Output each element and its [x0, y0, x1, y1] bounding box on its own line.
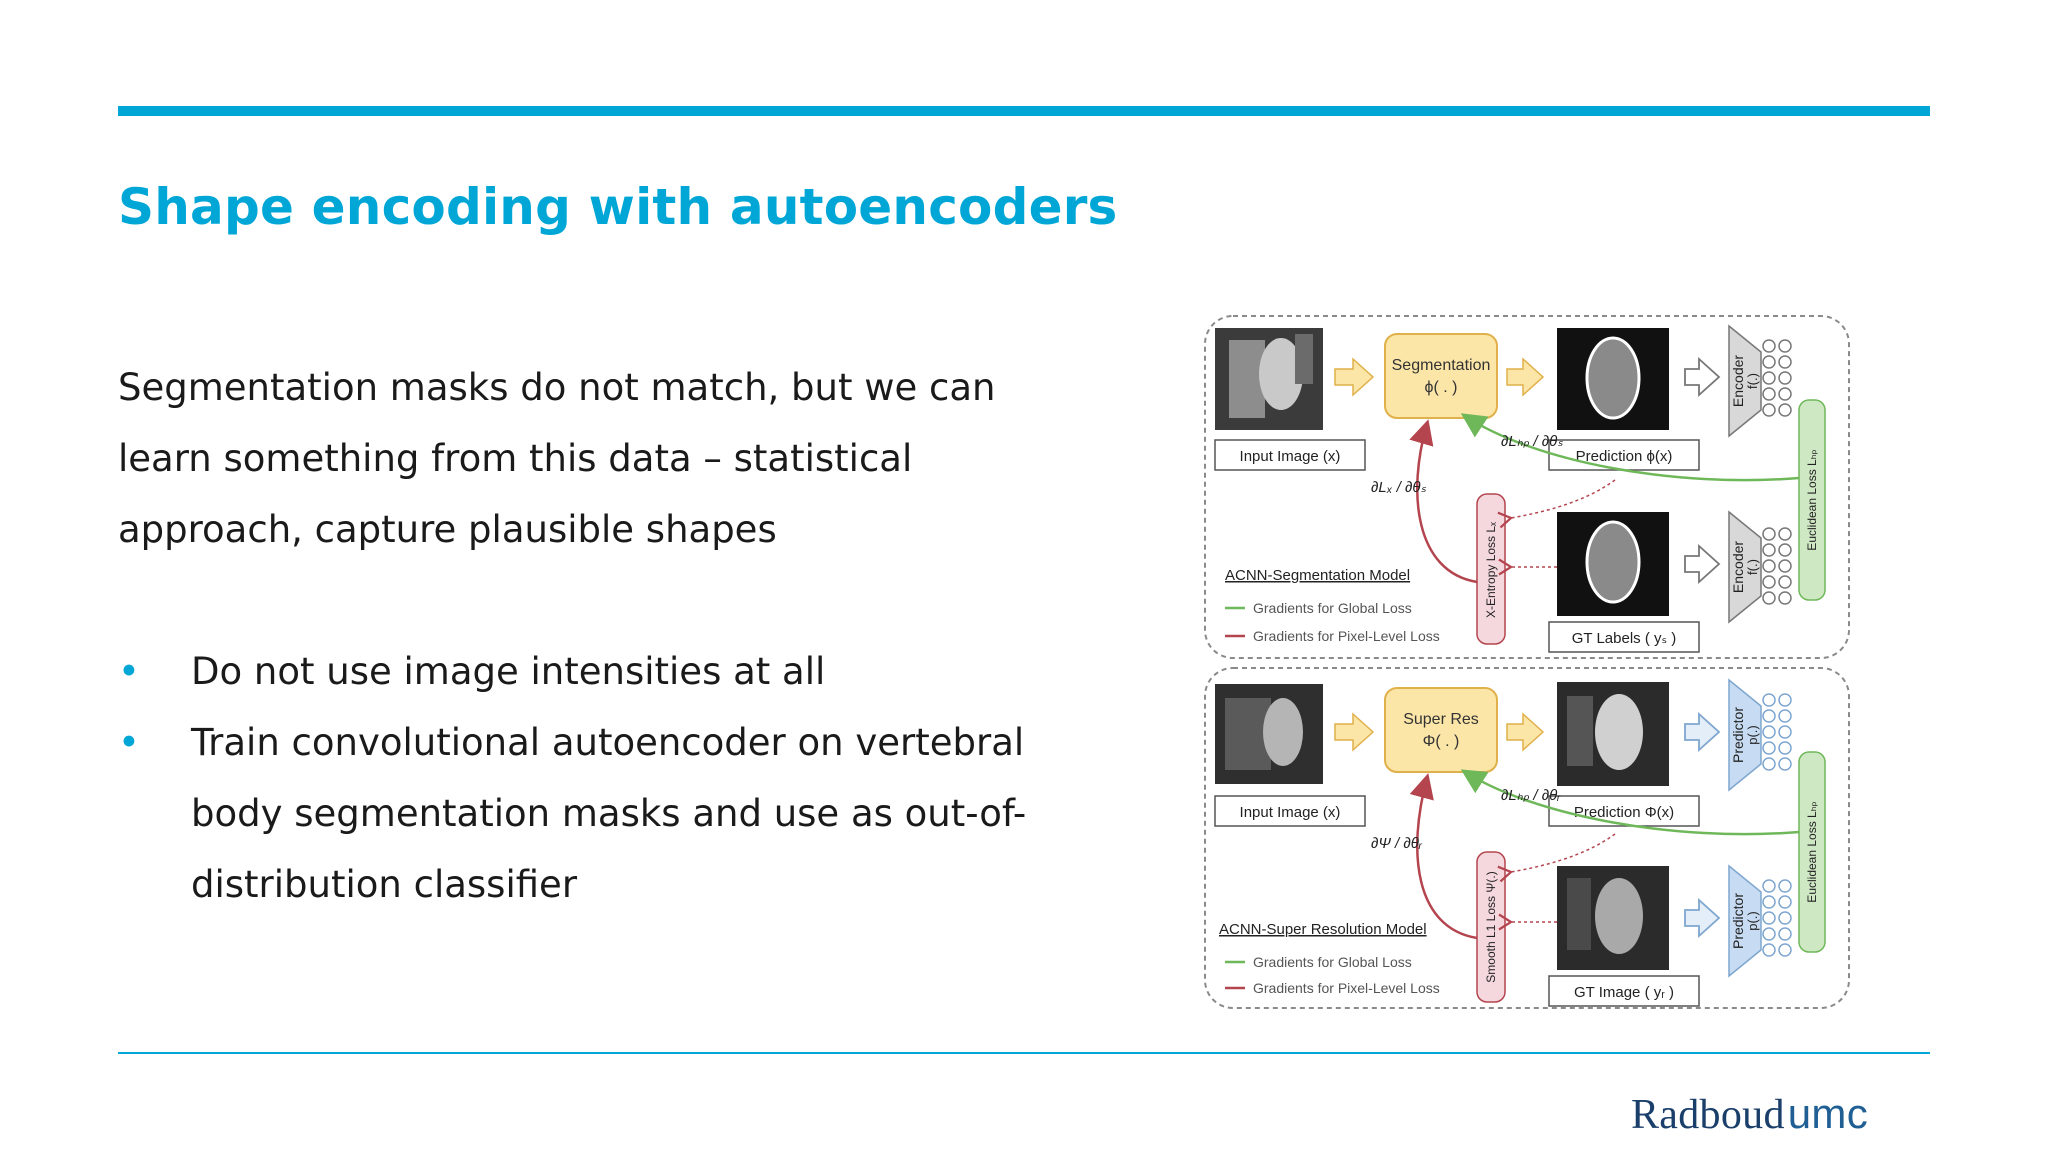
seg-grad-top-label: ∂Lₕₚ / ∂θₛ	[1501, 433, 1563, 450]
sr-input-image	[1215, 684, 1323, 784]
right-arrow-icon	[1684, 711, 1721, 753]
super-res-block-line1: Super Res	[1403, 711, 1479, 728]
seg-global-gradient-arrow	[1460, 413, 1800, 482]
encoder-trapezoid-icon	[1728, 510, 1762, 624]
right-arrow-icon	[1506, 357, 1545, 397]
bottom-rule	[118, 1052, 1930, 1054]
encoder-label: Encoder	[1730, 355, 1746, 407]
sr-l1-loss-label: Smooth L1 Loss Ψ(.)	[1484, 871, 1498, 982]
top-rule	[118, 106, 1930, 116]
seg-input-label: Input Image (x)	[1240, 448, 1341, 465]
predictor-trapezoid-icon	[1728, 864, 1762, 978]
radboudumc-logo: Radboudumc	[1631, 1090, 1868, 1139]
sr-prediction-image	[1557, 682, 1669, 786]
sr-gt-label: GT Image ( yᵣ )	[1574, 984, 1674, 1001]
predictor-label: Predictor	[1730, 707, 1746, 763]
bullet-item: • Do not use image intensities at all	[118, 636, 1078, 707]
logo-suffix-text: umc	[1787, 1090, 1868, 1137]
seg-input-image	[1215, 328, 1323, 430]
right-arrow-icon	[1684, 356, 1721, 398]
sr-global-gradient-arrow	[1460, 769, 1800, 836]
sr-gt-image	[1557, 866, 1669, 970]
predictor-func: p(.)	[1745, 725, 1760, 745]
super-res-block-line2: Φ( . )	[1423, 733, 1460, 750]
seg-legend-global: Gradients for Global Loss	[1253, 600, 1412, 616]
encoder-trapezoid-icon	[1728, 324, 1762, 438]
acnn-diagram: Input Image (x) Segmentation ϕ( . ) Pred…	[1195, 312, 1855, 1012]
seg-input-label-box	[1214, 439, 1366, 471]
sr-euclidean-loss-label: Euclidean Loss Lₕₚ	[1805, 801, 1819, 902]
sr-legend-pixel: Gradients for Pixel-Level Loss	[1253, 980, 1440, 996]
seg-gt-image	[1557, 512, 1669, 616]
bullet-item: • Train convolutional autoencoder on ver…	[118, 707, 1078, 920]
right-arrow-icon	[1684, 543, 1721, 585]
encoder-label: Encoder	[1730, 541, 1746, 593]
segmentation-block-line2: ϕ( . )	[1425, 379, 1458, 396]
seg-gt-label-box	[1548, 621, 1700, 653]
bullet-dot-icon: •	[118, 650, 140, 693]
seg-grad-left-label: ∂Lₓ / ∂θₛ	[1371, 479, 1427, 496]
seg-xentropy-loss-label: X-Entropy Loss Lₓ	[1484, 522, 1498, 618]
seg-pixel-gradient-arrow	[1409, 419, 1478, 584]
seg-prediction-label: Prediction ϕ(x)	[1576, 448, 1673, 465]
neuron-circles-icon	[1762, 879, 1792, 957]
sr-pixel-gradient-arrow	[1409, 773, 1478, 940]
sr-input-label-box	[1214, 795, 1366, 827]
right-arrow-icon	[1684, 897, 1721, 939]
sr-input-label: Input Image (x)	[1240, 804, 1341, 821]
sr-grad-left-label: ∂Ψ / ∂θᵣ	[1371, 835, 1423, 852]
slide-title: Shape encoding with autoencoders	[118, 178, 1118, 236]
segmentation-block	[1384, 333, 1498, 419]
seg-model-title: ACNN-Segmentation Model	[1225, 567, 1410, 584]
bullet-text: Train convolutional autoencoder on verte…	[191, 721, 1027, 906]
seg-legend-pixel: Gradients for Pixel-Level Loss	[1253, 628, 1440, 644]
seg-gt-label: GT Labels ( yₛ )	[1572, 630, 1677, 647]
predictor-label: Predictor	[1730, 893, 1746, 949]
right-arrow-icon	[1506, 712, 1545, 752]
seg-euclidean-loss-box	[1798, 399, 1826, 601]
bullet-dot-icon: •	[118, 721, 140, 764]
sr-prediction-label: Prediction Φ(x)	[1574, 804, 1674, 821]
bullet-text: Do not use image intensities at all	[191, 650, 826, 693]
sr-gt-label-box	[1548, 975, 1700, 1007]
bullet-list: • Do not use image intensities at all • …	[118, 636, 1078, 920]
sr-legend-global: Gradients for Global Loss	[1253, 954, 1412, 970]
segmentation-block-line1: Segmentation	[1392, 357, 1491, 374]
predictor-func: p(.)	[1745, 911, 1760, 931]
seg-prediction-to-loss-link	[1497, 479, 1616, 529]
body-paragraph: Segmentation masks do not match, but we …	[118, 366, 996, 551]
predictor-trapezoid-icon	[1728, 678, 1762, 792]
encoder-func: f(.)	[1745, 559, 1760, 575]
seg-prediction-image	[1557, 328, 1669, 430]
encoder-func: f(.)	[1745, 373, 1760, 389]
neuron-circles-icon	[1762, 527, 1792, 605]
right-arrow-icon	[1334, 357, 1375, 397]
logo-main-text: Radboud	[1630, 1092, 1785, 1138]
neuron-circles-icon	[1762, 693, 1792, 771]
sr-model-title: ACNN-Super Resolution Model	[1219, 921, 1427, 938]
sr-euclidean-loss-box	[1798, 751, 1826, 953]
sr-prediction-to-loss-link	[1497, 833, 1616, 883]
neuron-circles-icon	[1762, 339, 1792, 417]
right-arrow-icon	[1334, 712, 1375, 752]
acnn-diagram-svg: Input Image (x) Segmentation ϕ( . ) Pred…	[1204, 315, 1850, 1009]
super-res-block	[1384, 687, 1498, 773]
sr-grad-top-label: ∂Lₕₚ / ∂θᵣ	[1501, 787, 1561, 804]
sr-prediction-label-box	[1548, 795, 1700, 827]
seg-euclidean-loss-label: Euclidean Loss Lₕₚ	[1805, 449, 1819, 550]
